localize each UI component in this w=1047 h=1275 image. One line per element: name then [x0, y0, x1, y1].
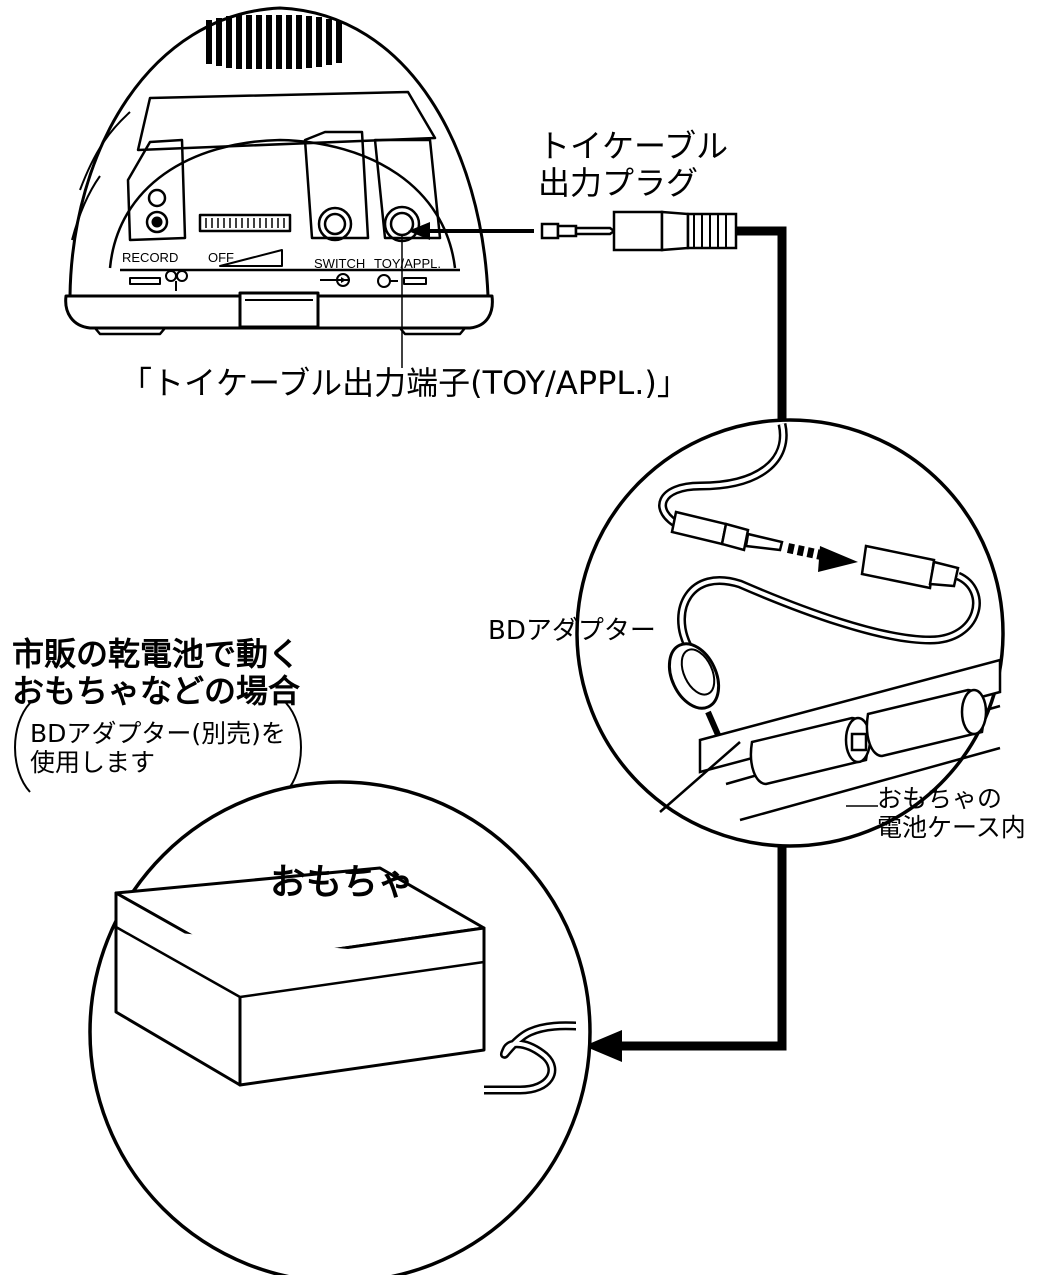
main-cable-upper: [736, 226, 787, 432]
note-right-paren: [285, 702, 302, 793]
bd-adapter-label: BDアダプター: [488, 616, 656, 646]
toy-inset: [88, 780, 592, 1275]
bd-adapter-inset: [575, 418, 1005, 848]
plug-label: トイケーブル 出力プラグ: [538, 128, 728, 202]
battery-case-label: おもちゃの 電池ケース内: [877, 784, 1026, 843]
arrow-to-toy: [584, 1030, 622, 1062]
toy-appl-label: TOY/APPL.: [374, 256, 441, 271]
device-illustration: [64, 6, 494, 336]
condition-title: 市販の乾電池で動く おもちゃなどの場合: [12, 636, 300, 710]
battery-case-label-line2: 電池ケース内: [877, 812, 1026, 842]
toy-label: おもちゃ: [270, 862, 415, 903]
jack-label: 「トイケーブル出力端子(TOY/APPL.)」: [120, 364, 689, 402]
main-cable-lower: [614, 842, 787, 1051]
switch-label: SWITCH: [314, 256, 365, 271]
plug-label-line2: 出力プラグ: [538, 163, 699, 202]
off-label: OFF: [208, 250, 234, 265]
battery-case-label-line1: おもちゃの: [877, 784, 1003, 813]
speaker-grille: [206, 15, 342, 69]
condition-note-line2: 使用します: [30, 747, 156, 777]
toy-cable-plug: [540, 210, 738, 252]
device-panel-labels: RECORD OFF SWITCH TOY/APPL.: [122, 250, 441, 271]
condition-note: BDアダプター(別売)を 使用します: [30, 719, 286, 778]
arrow-to-jack: [408, 222, 534, 240]
note-left-paren: [14, 702, 31, 793]
condition-title-line1: 市販の乾電池で動く: [12, 635, 301, 673]
record-label: RECORD: [122, 250, 178, 265]
condition-note-line1: BDアダプター(別売)を: [30, 719, 286, 748]
condition-title-line2: おもちゃなどの場合: [12, 671, 301, 710]
plug-label-line1: トイケーブル: [538, 127, 729, 165]
